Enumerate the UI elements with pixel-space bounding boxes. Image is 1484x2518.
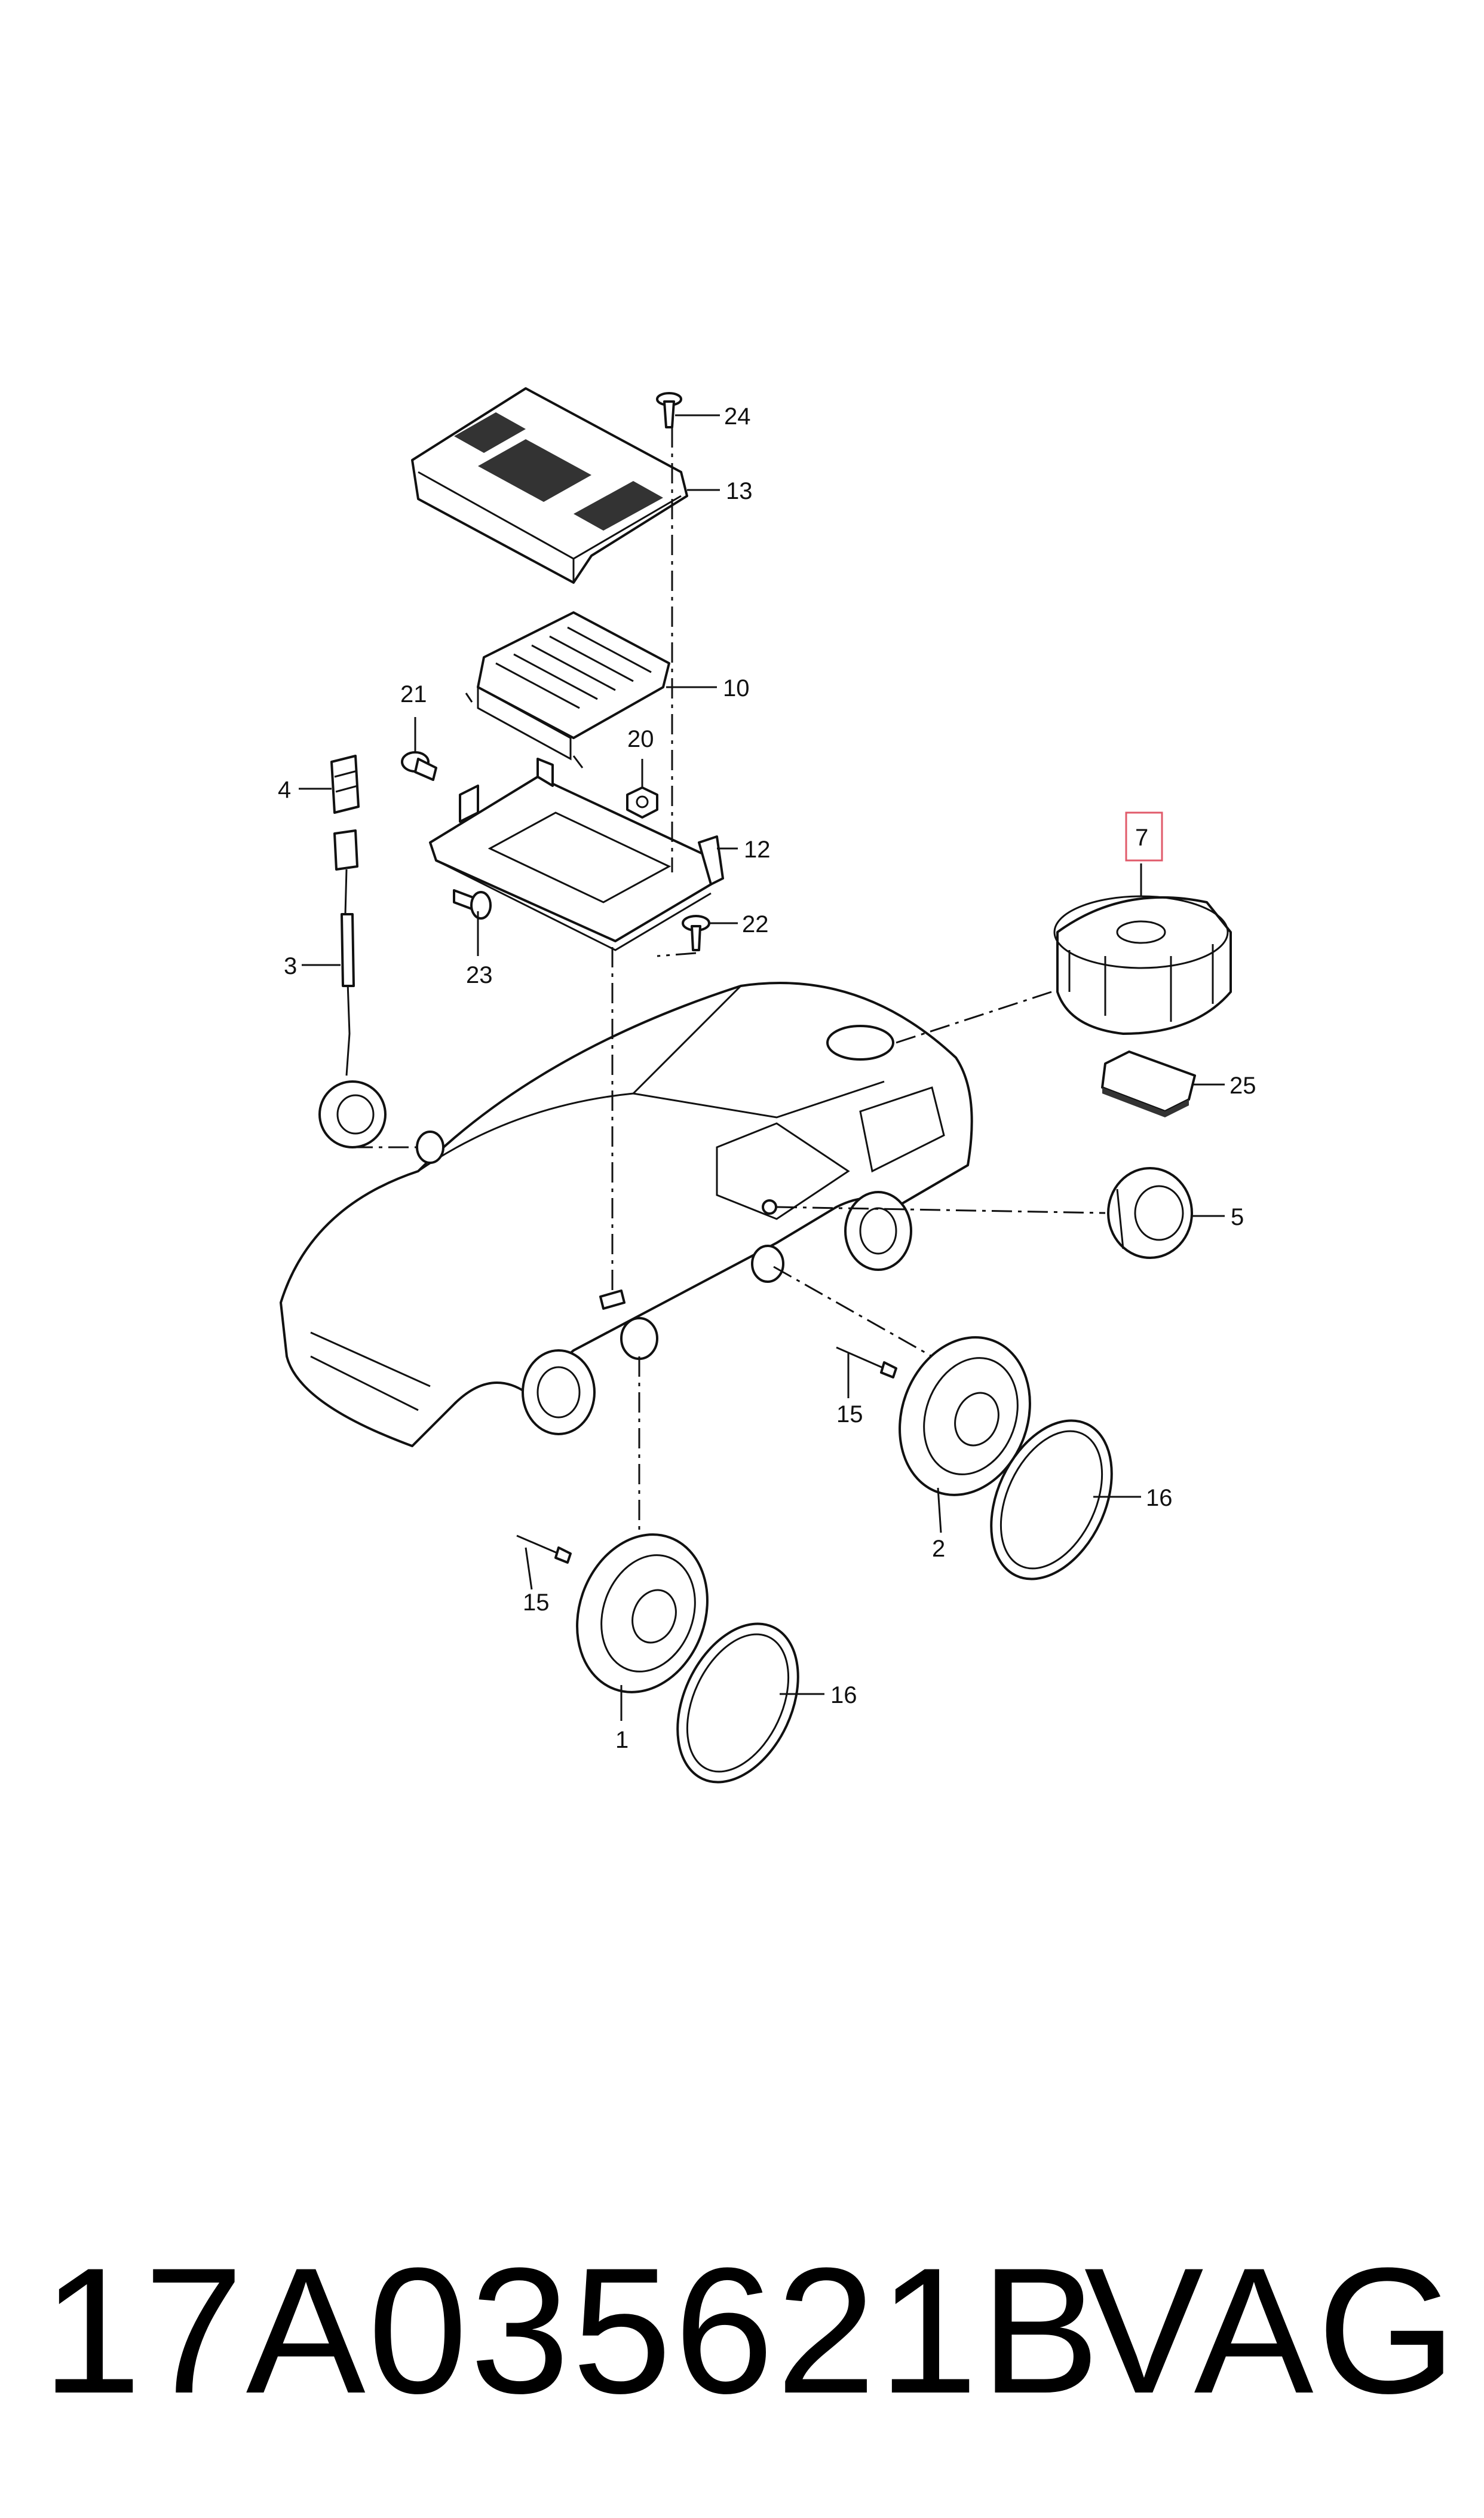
screw-23 [453, 889, 492, 920]
callout-16a: 16 [1146, 1485, 1173, 1511]
selected-part-highlight [1125, 811, 1163, 862]
callout-2: 2 [932, 1536, 945, 1562]
callout-labels: 1 2 3 4 5 7 10 12 13 15 15 16 16 20 21 2… [278, 403, 1256, 1753]
door-speaker-1 [576, 1533, 709, 1693]
brand-name: VAG [1084, 2230, 1460, 2431]
callout-5: 5 [1231, 1204, 1244, 1230]
connector-4 [330, 755, 360, 814]
callout-23: 23 [466, 962, 493, 988]
door-speaker-2 [899, 1336, 1031, 1496]
clip-21 [401, 751, 437, 781]
leader-lines [299, 414, 1225, 1721]
callout-16b: 16 [830, 1682, 857, 1708]
cable-harness-3 [318, 829, 387, 1148]
callout-22: 22 [742, 911, 769, 938]
hex-nut-20 [626, 786, 658, 819]
callout-15a: 15 [836, 1401, 863, 1428]
bolt-22 [682, 915, 710, 951]
callout-10: 10 [723, 675, 750, 702]
exploded-parts-diagram: 1 2 3 4 5 7 10 12 13 15 15 16 16 20 21 2… [278, 387, 1256, 1784]
amplifier-unit [465, 611, 670, 768]
car-body [280, 982, 973, 1447]
callout-24: 24 [724, 403, 751, 430]
callout-3: 3 [284, 953, 297, 979]
callout-20: 20 [627, 726, 654, 752]
callout-1: 1 [615, 1727, 628, 1753]
callout-25: 25 [1229, 1073, 1256, 1099]
rivet-24 [656, 392, 682, 428]
part-number: 17A035621B [42, 2230, 1102, 2431]
seal-ring-16a [990, 1419, 1113, 1580]
callout-13: 13 [726, 478, 753, 504]
callout-12: 12 [744, 837, 771, 863]
amplifier-cover [411, 387, 688, 584]
foam-pad-25 [1101, 1050, 1196, 1117]
tweeter-5 [1107, 1167, 1193, 1259]
subwoofer-7 [1053, 895, 1232, 1035]
callout-21: 21 [400, 681, 427, 707]
assembly-lines [352, 427, 1106, 1530]
rivet-15a [836, 1346, 897, 1379]
caption-bar: 17A035621B VAG [0, 2211, 1484, 2450]
callout-7: 7 [1135, 825, 1148, 851]
callout-15b: 15 [523, 1589, 550, 1616]
seal-ring-16b [676, 1622, 799, 1784]
rivet-15b [516, 1534, 572, 1564]
callout-4: 4 [278, 777, 291, 803]
amplifier-bracket [429, 758, 724, 951]
